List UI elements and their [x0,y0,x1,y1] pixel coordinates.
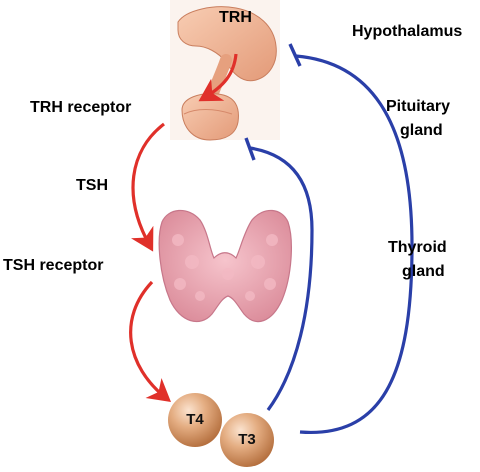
tsh-receptor-label: TSH receptor [3,257,104,274]
pituitary-illustration [181,93,239,141]
feedback-to-pituitary-line [249,146,314,411]
t4-circle [168,393,222,447]
trh-receptor-to-tsh-arrow [131,122,165,252]
thyroid-label-line1: Thyroid [388,239,447,256]
pituitary-label-line1: Pituitary [386,98,451,115]
feedback-to-hypothalamus-line [295,54,414,434]
tsh-receptor-to-hormones-arrow [129,280,171,403]
trh-label: TRH [219,9,252,26]
feedback-to-pituitary-bar [244,137,256,161]
t3-circle [220,413,274,467]
trh-to-pituitary-arrow [198,53,238,102]
t3-label: T3 [238,431,256,448]
pituitary-label-line2: gland [400,122,443,139]
trh-receptor-label: TRH receptor [30,99,132,116]
thyroid-illustration [158,209,292,323]
t4-label: T4 [186,411,204,428]
tsh-label: TSH [76,177,108,194]
thyroid-label-line2: gland [402,263,445,280]
feedback-to-hypothalamus-bar [288,43,302,67]
hypothalamus-label: Hypothalamus [352,23,463,40]
